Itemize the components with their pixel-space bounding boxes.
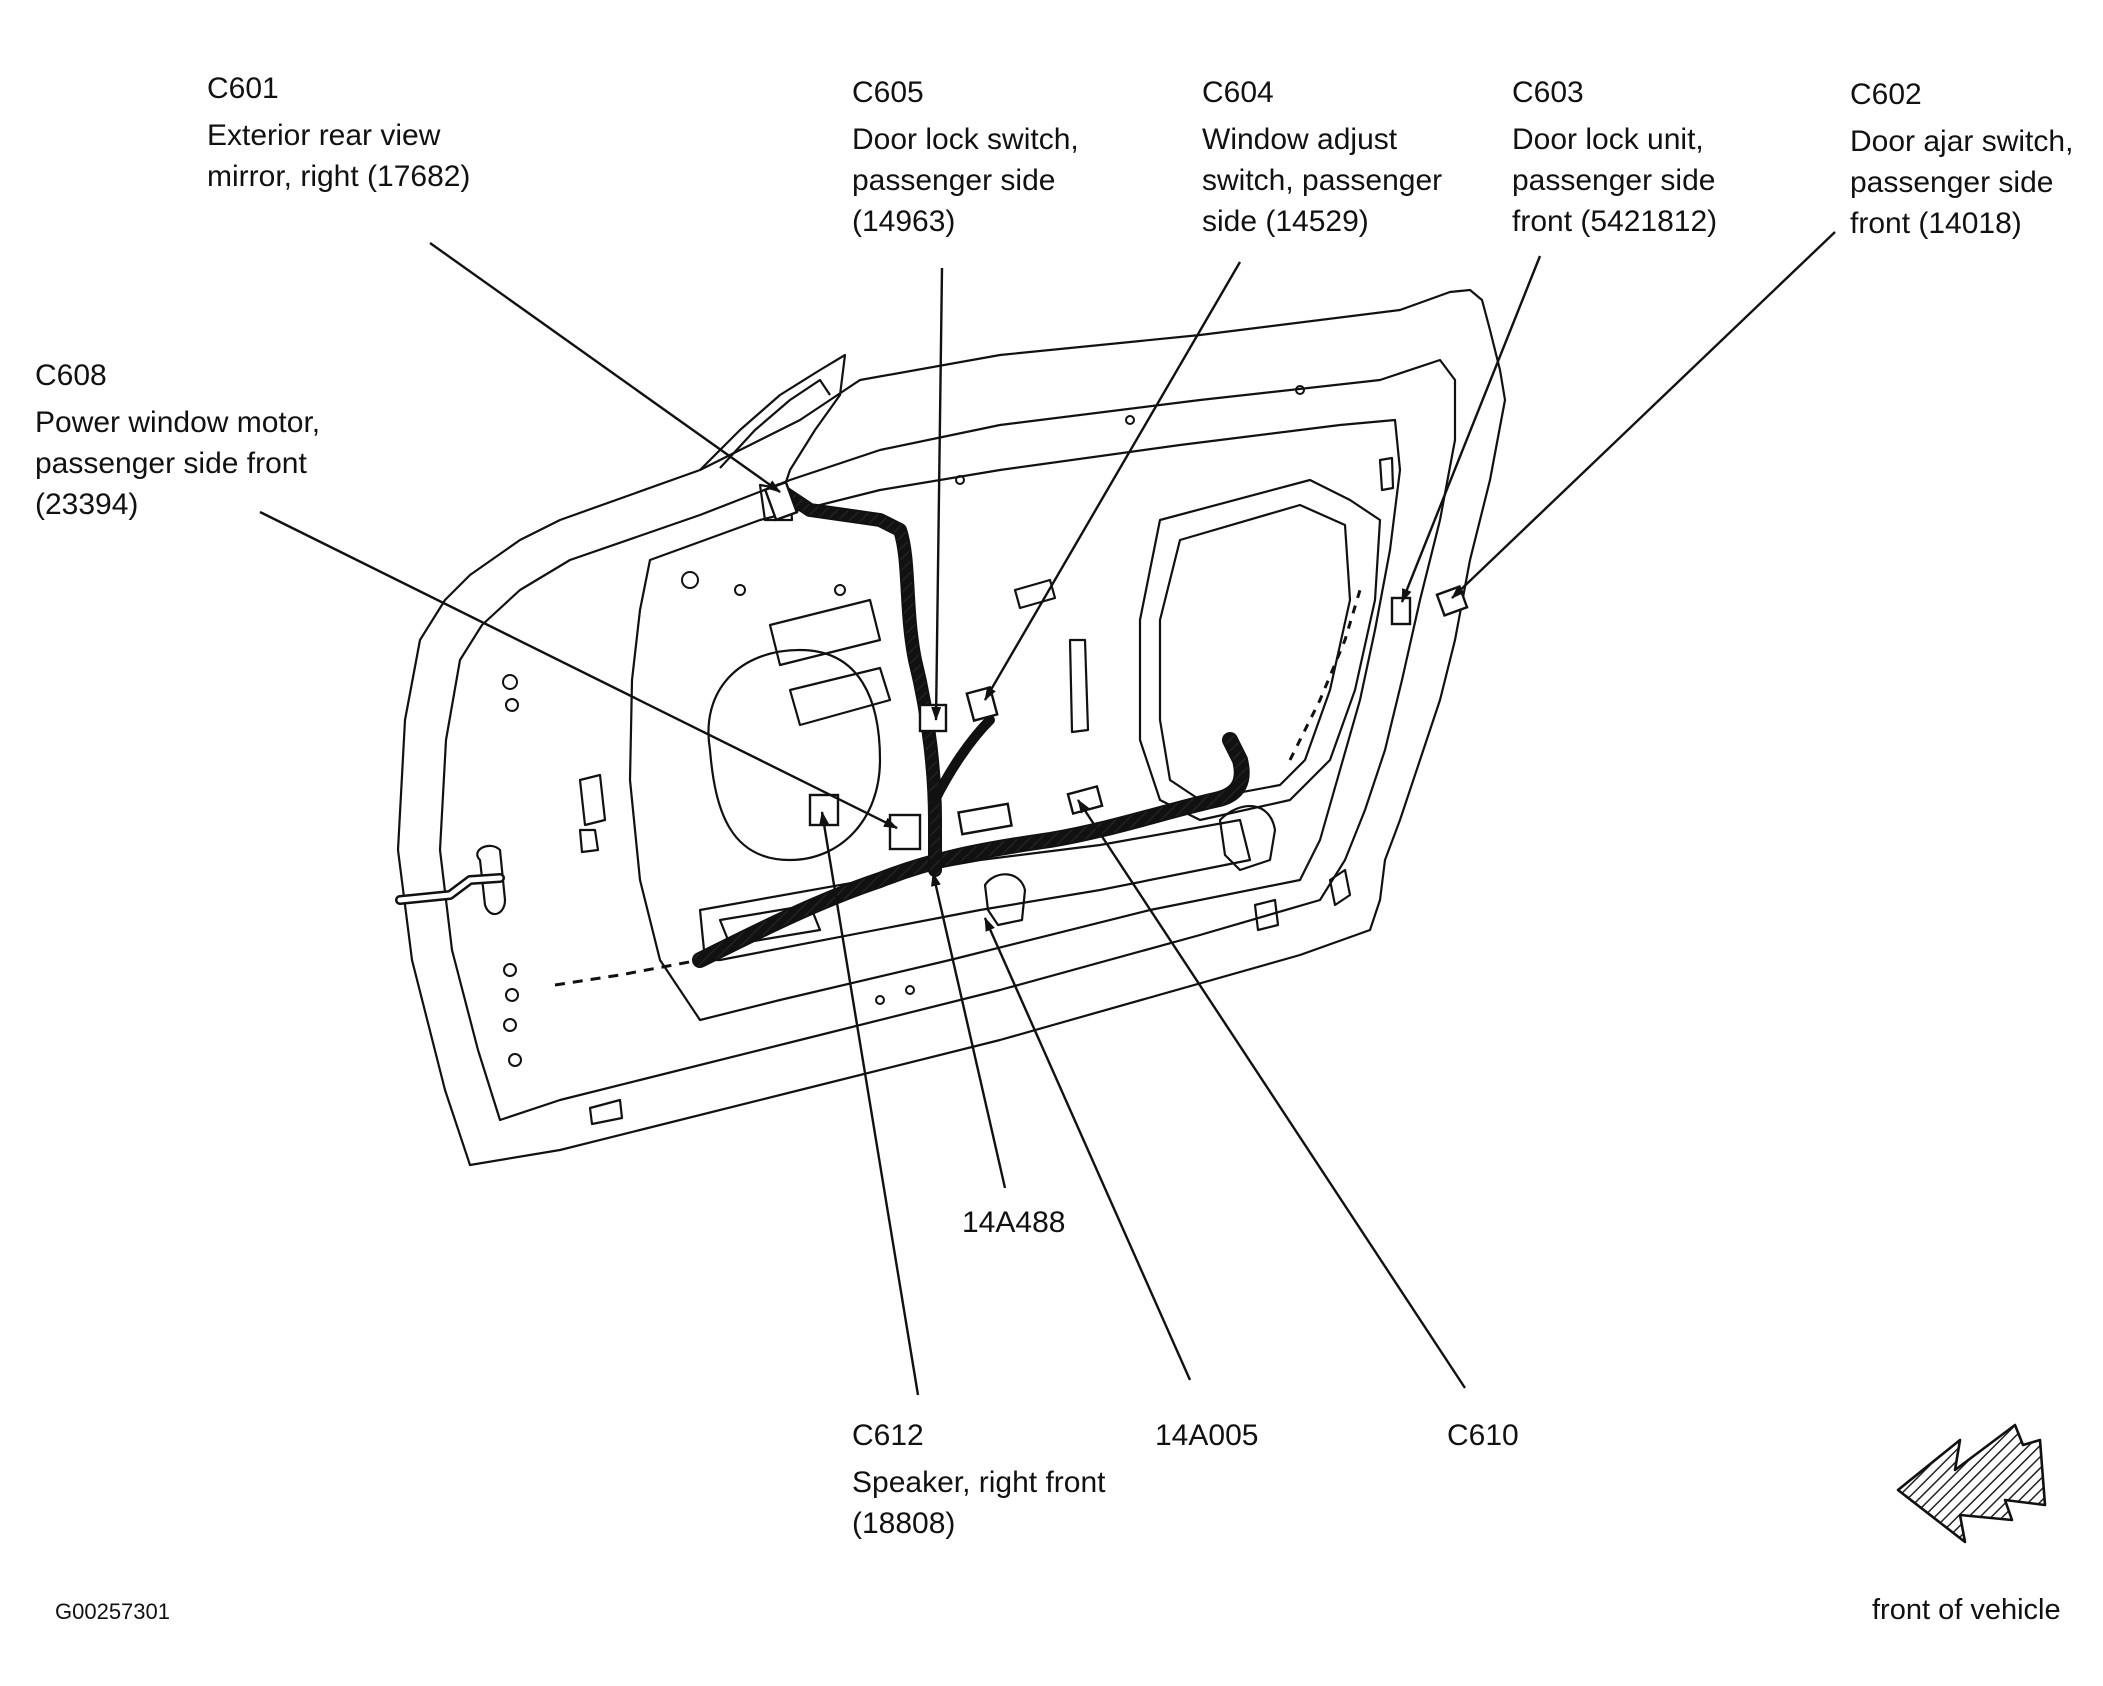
callout-c612: C612 Speaker, right front (18808) [852,1415,1105,1544]
callout-14a488: 14A488 [962,1202,1065,1243]
callout-desc-line: Speaker, right front [852,1466,1106,1499]
leader-c601 [429,242,781,493]
callout-14a005: 14A005 [1155,1415,1258,1456]
callout-desc-line: passenger side [1850,166,2054,199]
callout-c603: C603 Door lock unit, passenger side fron… [1512,72,1717,242]
callout-c601: C601 Exterior rear view mirror, right (1… [207,68,470,197]
connectors [763,480,1469,851]
window-frame [699,353,847,501]
door-fasteners [502,385,1305,1067]
callout-code: 14A005 [1155,1419,1259,1452]
callout-c602: C602 Door ajar switch, passenger side fr… [1850,74,2073,244]
callout-code: C601 [207,72,279,105]
leader-c603 [1400,255,1542,603]
callout-desc-line: Door lock switch, [852,123,1079,156]
callout-code: C610 [1447,1419,1519,1452]
wiring-harness [395,483,1250,968]
callout-code: 14A488 [962,1206,1066,1239]
callout-desc-line: passenger side front [35,447,307,480]
callout-desc-line: (18808) [852,1507,956,1540]
callout-desc-line: front (14018) [1850,207,2022,240]
callout-desc-line: front (5421812) [1512,205,1718,238]
door-seam-dashes [554,958,701,987]
callout-c608: C608 Power window motor, passenger side … [35,355,320,525]
callout-desc-line: passenger side [1512,164,1716,197]
callout-desc-line: (23394) [35,488,139,521]
leader-c605 [931,267,944,721]
front-arrow-icon [1896,1423,2047,1544]
callout-code: C602 [1850,78,1922,111]
callout-desc-line: Door lock unit, [1512,123,1704,156]
leader-c604 [983,261,1242,701]
leader-c610 [1076,799,1467,1389]
leader-c612 [819,811,920,1396]
callout-c605: C605 Door lock switch, passenger side (1… [852,72,1079,242]
callout-desc-line: Power window motor, [35,406,321,439]
leader-c602 [1451,231,1836,599]
callout-code: C608 [35,359,107,392]
leader-14a488 [931,872,1007,1189]
callout-c604: C604 Window adjust switch, passenger sid… [1202,72,1442,242]
callout-code: C603 [1512,76,1584,109]
callout-desc-line: Door ajar switch, [1850,125,2074,158]
door-outer-outline [396,288,1507,1167]
callout-code: C604 [1202,76,1274,109]
speaker-opening [707,648,882,862]
figure-id: G00257301 [55,1599,170,1624]
callout-desc-line: passenger side [852,164,1056,197]
callout-desc-line: Exterior rear view [207,119,441,152]
leader-c608 [259,510,898,830]
door-inner-rim [438,358,1457,1122]
callout-desc-line: Window adjust [1202,123,1398,156]
callout-desc-line: mirror, right (17682) [207,160,471,193]
inner-panel [628,418,1402,1022]
harness-riser [773,483,942,877]
leader-lines [259,231,1836,1396]
callout-desc-line: (14963) [852,205,956,238]
harness-branch [930,715,995,805]
callout-code: C605 [852,76,924,109]
callout-desc-line: side (14529) [1202,205,1369,238]
callout-desc-line: switch, passenger [1202,164,1443,197]
front-of-vehicle-label: front of vehicle [1872,1594,2061,1626]
door-panel [396,288,1507,1167]
callout-c610: C610 [1447,1415,1519,1456]
leader-14a005 [983,917,1192,1381]
callout-code: C612 [852,1419,924,1452]
